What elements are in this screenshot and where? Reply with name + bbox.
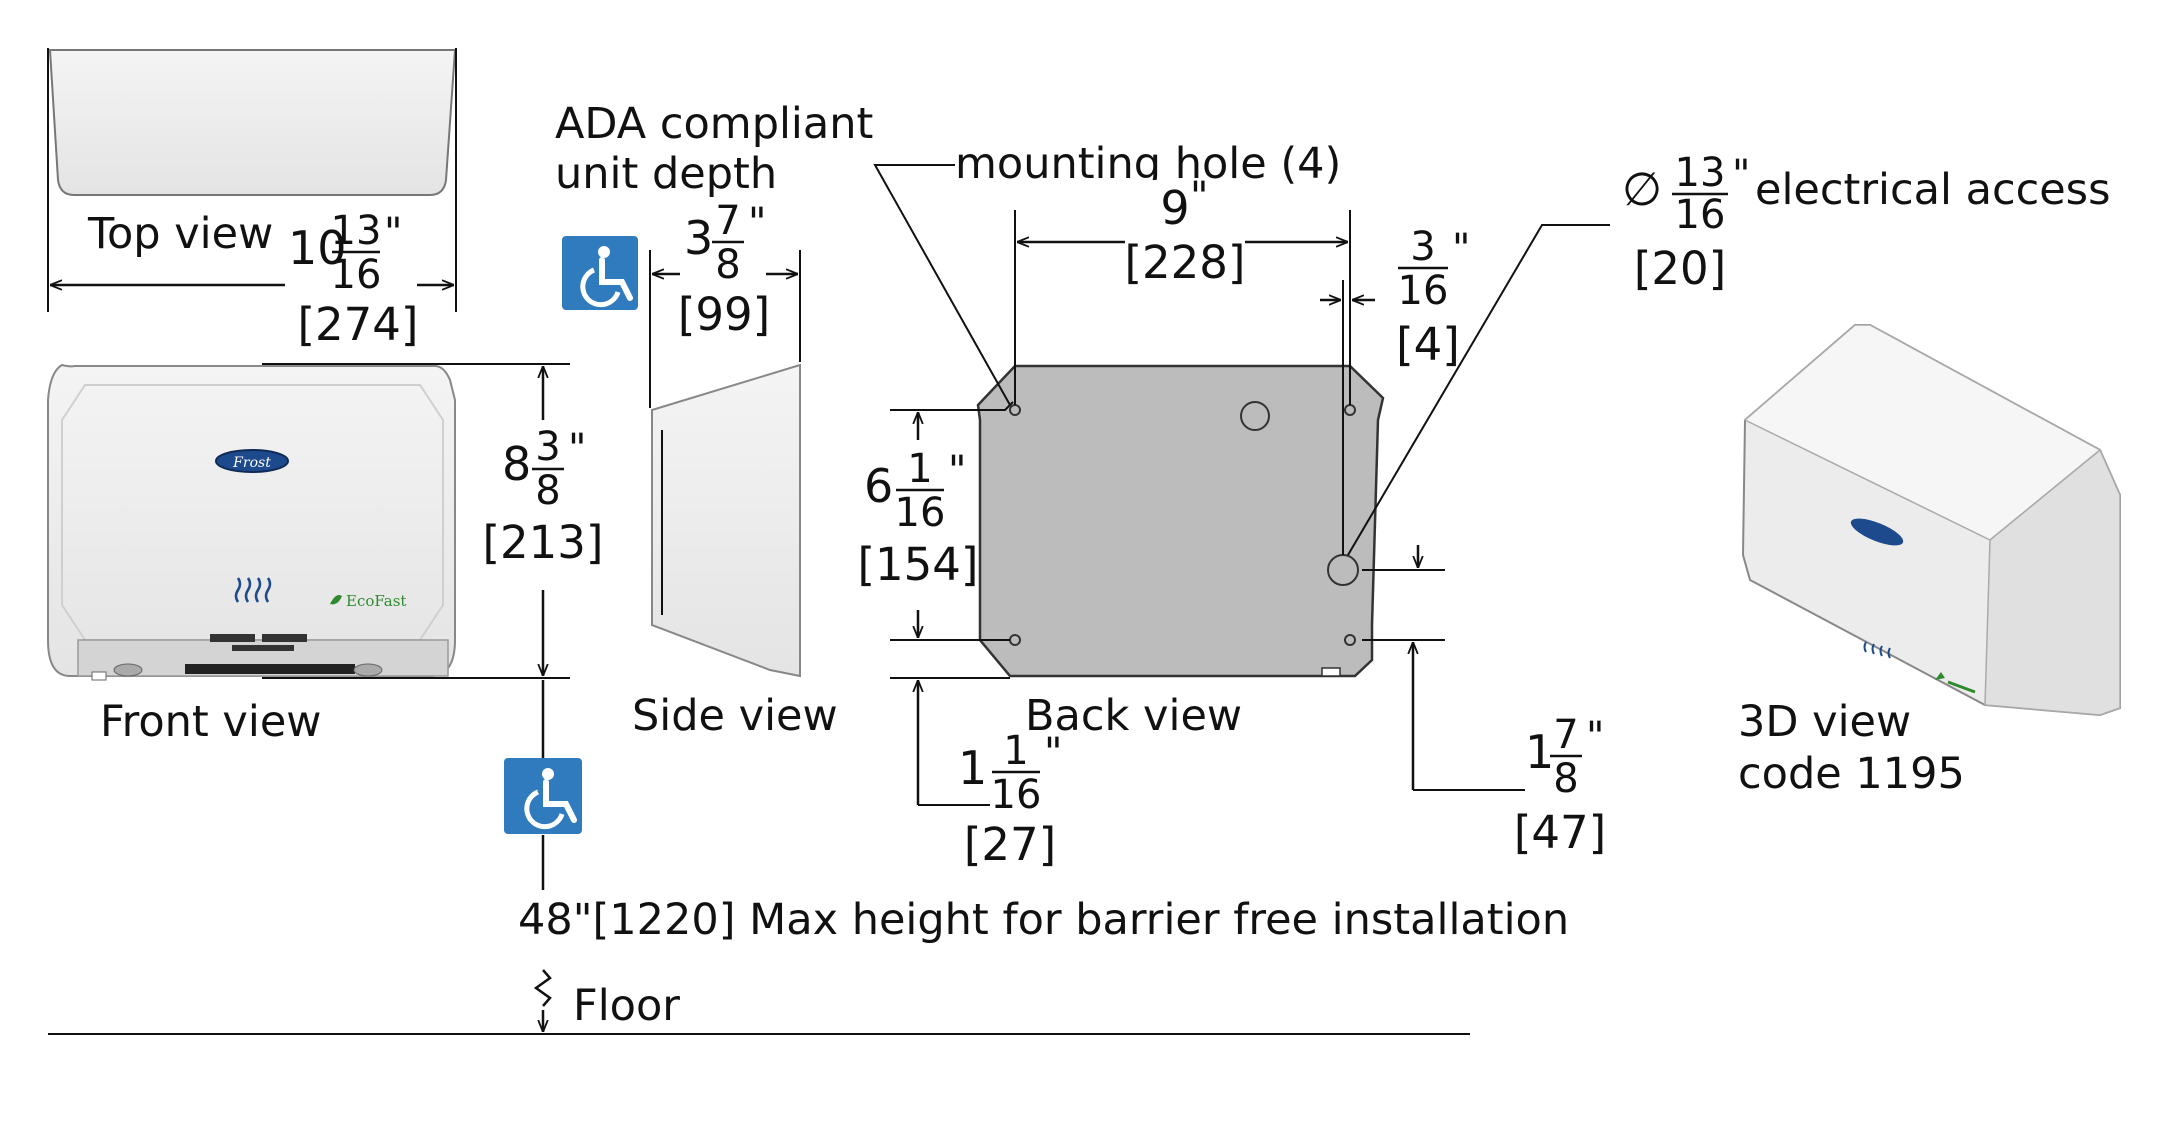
diameter-symbol: ∅	[1622, 162, 1662, 216]
width-mm: [274]	[297, 298, 418, 351]
three-d-view-label: 3D view	[1738, 697, 1911, 747]
three-d-view-drawing	[1741, 324, 2121, 717]
max-height-dimension	[48, 680, 1470, 1035]
heat-waves-icon	[234, 577, 272, 603]
electrical-access-callout: ∅ 13 16 " [20]	[1347, 150, 1750, 556]
height-numerator: 3	[535, 424, 560, 470]
ada-title-line1: ADA compliant	[555, 99, 873, 149]
width-unit: "	[384, 210, 402, 256]
hole-spacing-v-whole: 6	[864, 459, 893, 513]
top-view-drawing	[47, 48, 457, 312]
access-offset-numerator: 7	[1553, 712, 1578, 758]
width-denominator: 16	[331, 252, 382, 298]
height-dimension: 8 3 8 " [213]	[262, 363, 604, 679]
bottom-offset-numerator: 1	[1003, 728, 1028, 774]
frost-logo-text: Frost	[232, 455, 271, 471]
bottom-offset-denominator: 16	[991, 772, 1042, 818]
ada-icon-upper	[562, 236, 638, 310]
frost-logo: Frost	[215, 449, 289, 473]
height-unit: "	[568, 426, 586, 472]
depth-denominator: 8	[715, 242, 740, 288]
height-whole: 8	[502, 437, 531, 491]
mounting-hole-callout	[873, 164, 1011, 406]
hole-spacing-h-unit: "	[1190, 174, 1208, 220]
width-whole: 10	[288, 221, 347, 275]
front-view-drawing: Frost EcoFast	[47, 363, 456, 681]
top-view-label: Top view	[87, 209, 273, 259]
back-view-label: Back view	[1025, 691, 1242, 741]
hole-spacing-v-dimension: 6 1 16 " [154]	[857, 401, 1014, 641]
hole-edge-offset-denominator: 16	[1398, 268, 1449, 314]
ecofast-logo: EcoFast	[330, 592, 406, 610]
depth-numerator: 7	[715, 198, 740, 244]
depth-whole: 3	[684, 211, 713, 265]
back-view-drawing	[976, 364, 1385, 678]
ecofast-text: EcoFast	[346, 592, 406, 610]
hole-spacing-v-denominator: 16	[895, 490, 946, 536]
floor-label: Floor	[573, 981, 680, 1031]
access-diameter-numerator: 13	[1675, 150, 1726, 196]
access-diameter-mm: [20]	[1634, 242, 1726, 295]
bottom-offset-whole: 1	[958, 741, 987, 795]
width-numerator: 13	[331, 208, 382, 254]
width-dimension: 10 13 16 " [274]	[50, 208, 454, 351]
side-view-drawing	[649, 250, 801, 678]
ada-title-line2: unit depth	[555, 149, 777, 199]
access-offset-denominator: 8	[1553, 756, 1578, 802]
access-offset-unit: "	[1586, 714, 1604, 760]
hole-edge-offset-numerator: 3	[1410, 224, 1435, 270]
depth-mm: [99]	[678, 288, 770, 341]
access-diameter-denominator: 16	[1675, 192, 1726, 238]
electrical-access-label: electrical access	[1755, 165, 2111, 215]
hole-spacing-h-mm: [228]	[1124, 236, 1245, 289]
hole-edge-offset-unit: "	[1452, 226, 1470, 272]
access-offset-mm: [47]	[1514, 806, 1606, 859]
height-mm: [213]	[482, 516, 603, 569]
product-code-label: code 1195	[1738, 749, 1965, 799]
hole-edge-offset-mm: [4]	[1396, 318, 1460, 371]
depth-unit: "	[748, 200, 766, 246]
ada-icon-lower	[504, 758, 582, 834]
side-view-label: Side view	[632, 691, 838, 741]
bottom-offset-mm: [27]	[964, 818, 1056, 871]
hole-spacing-v-mm: [154]	[857, 538, 978, 591]
bottom-offset-unit: "	[1044, 730, 1062, 776]
access-offset-dimension: 1 7 8 " [47]	[1362, 545, 1606, 859]
hole-edge-offset-dimension: 3 16 " [4]	[1320, 224, 1470, 555]
hole-spacing-v-unit: "	[948, 448, 966, 494]
max-height-label: 48"[1220] Max height for barrier free in…	[518, 895, 1569, 945]
depth-dimension: 3 7 8 " [99]	[652, 198, 798, 341]
hole-spacing-v-numerator: 1	[907, 446, 932, 492]
front-view-label: Front view	[100, 697, 321, 747]
hole-spacing-h-whole: 9	[1160, 181, 1189, 235]
hole-spacing-h-dimension: 9 " [228]	[1014, 174, 1351, 405]
access-offset-whole: 1	[1525, 725, 1554, 779]
access-diameter-unit: "	[1732, 152, 1750, 198]
height-denominator: 8	[535, 468, 560, 514]
bottom-offset-dimension: 1 1 16 " [27]	[890, 677, 1062, 871]
